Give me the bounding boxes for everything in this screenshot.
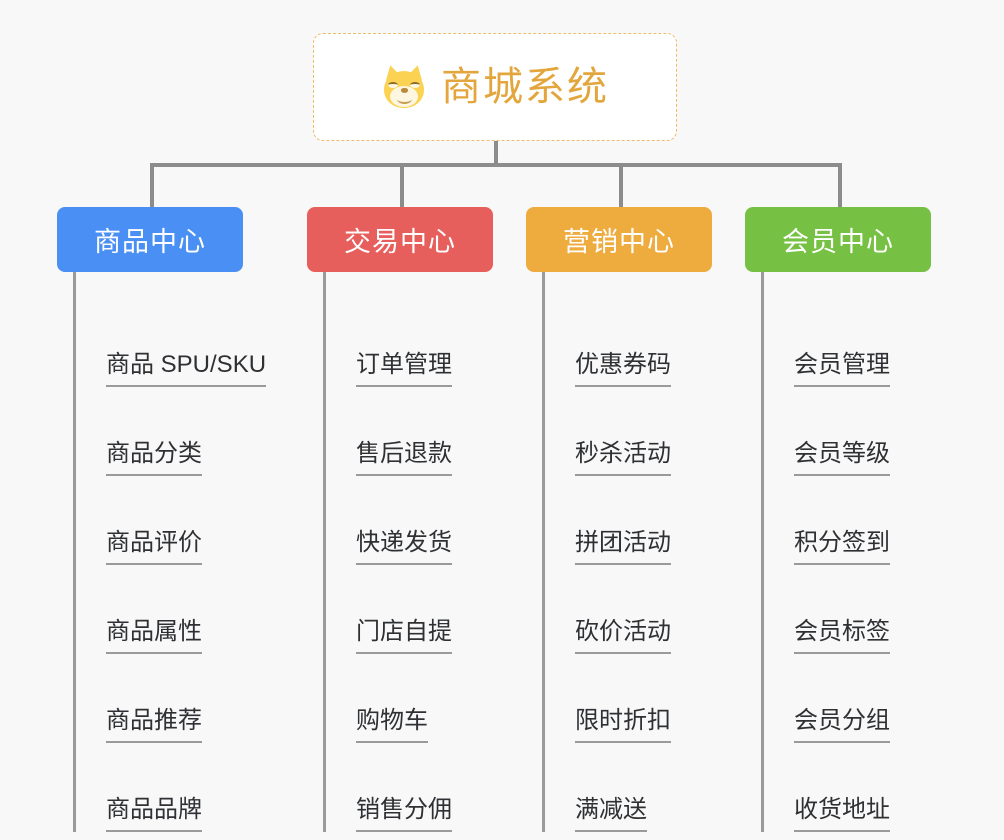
leaf-label: 会员等级 bbox=[794, 440, 890, 476]
connector-drop-3 bbox=[838, 163, 842, 207]
connector-horizontal-bus bbox=[150, 163, 842, 167]
list-item[interactable]: 拼团活动 bbox=[545, 476, 712, 565]
leaf-label: 订单管理 bbox=[356, 351, 452, 387]
leaf-label: 积分签到 bbox=[794, 529, 890, 565]
leaf-label: 快递发货 bbox=[356, 529, 452, 565]
category-column-营销中心: 营销中心 优惠券码 秒杀活动 拼团活动 砍价活动 限时折扣 满减送 bbox=[526, 207, 712, 832]
category-label-2: 营销中心 bbox=[563, 227, 675, 257]
category-header-2[interactable]: 营销中心 bbox=[526, 207, 712, 272]
list-item[interactable]: 门店自提 bbox=[326, 565, 493, 654]
list-item[interactable]: 商品推荐 bbox=[76, 654, 243, 743]
list-item[interactable]: 限时折扣 bbox=[545, 654, 712, 743]
leaf-label: 会员分组 bbox=[794, 707, 890, 743]
category-label-0: 商品中心 bbox=[94, 227, 206, 257]
list-item[interactable]: 商品属性 bbox=[76, 565, 243, 654]
leaf-label: 拼团活动 bbox=[575, 529, 671, 565]
connector-drop-1 bbox=[400, 163, 404, 207]
leaf-label: 商品分类 bbox=[106, 440, 202, 476]
list-item[interactable]: 会员标签 bbox=[764, 565, 931, 654]
list-item[interactable]: 商品分类 bbox=[76, 387, 243, 476]
shiba-dog-icon bbox=[381, 63, 427, 110]
leaf-label: 销售分佣 bbox=[356, 796, 452, 832]
leaf-group-3: 会员管理 会员等级 积分签到 会员标签 会员分组 收货地址 bbox=[761, 272, 931, 832]
category-column-会员中心: 会员中心 会员管理 会员等级 积分签到 会员标签 会员分组 收货地址 bbox=[745, 207, 931, 832]
category-columns: 商品中心 商品 SPU/SKU 商品分类 商品评价 商品属性 商品推荐 商品品牌… bbox=[0, 207, 1004, 840]
leaf-label: 商品推荐 bbox=[106, 707, 202, 743]
list-item[interactable]: 优惠券码 bbox=[545, 298, 712, 387]
leaf-label: 秒杀活动 bbox=[575, 440, 671, 476]
list-item[interactable]: 收货地址 bbox=[764, 743, 931, 832]
leaf-label: 商品 SPU/SKU bbox=[106, 351, 267, 387]
leaf-label: 会员管理 bbox=[794, 351, 890, 387]
leaf-label: 售后退款 bbox=[356, 440, 452, 476]
list-item[interactable]: 销售分佣 bbox=[326, 743, 493, 832]
list-item[interactable]: 会员管理 bbox=[764, 298, 931, 387]
list-item[interactable]: 砍价活动 bbox=[545, 565, 712, 654]
category-label-1: 交易中心 bbox=[344, 227, 456, 257]
list-item[interactable]: 订单管理 bbox=[326, 298, 493, 387]
leaf-label: 会员标签 bbox=[794, 618, 890, 654]
leaf-label: 满减送 bbox=[575, 796, 647, 832]
list-item[interactable]: 快递发货 bbox=[326, 476, 493, 565]
leaf-label: 优惠券码 bbox=[575, 351, 671, 387]
root-node[interactable]: 商城系统 bbox=[313, 33, 677, 141]
list-item[interactable]: 购物车 bbox=[326, 654, 493, 743]
connector-root-stem bbox=[494, 141, 498, 165]
category-column-商品中心: 商品中心 商品 SPU/SKU 商品分类 商品评价 商品属性 商品推荐 商品品牌 bbox=[57, 207, 267, 832]
list-item[interactable]: 商品品牌 bbox=[76, 743, 243, 832]
leaf-label: 砍价活动 bbox=[575, 618, 671, 654]
leaf-label: 限时折扣 bbox=[575, 707, 671, 743]
list-item[interactable]: 会员分组 bbox=[764, 654, 931, 743]
category-label-3: 会员中心 bbox=[782, 227, 894, 257]
list-item[interactable]: 满减送 bbox=[545, 743, 712, 832]
leaf-label: 商品评价 bbox=[106, 529, 202, 565]
leaf-label: 商品属性 bbox=[106, 618, 202, 654]
root-title: 商城系统 bbox=[441, 65, 609, 109]
category-column-交易中心: 交易中心 订单管理 售后退款 快递发货 门店自提 购物车 销售分佣 bbox=[307, 207, 493, 832]
leaf-group-1: 订单管理 售后退款 快递发货 门店自提 购物车 销售分佣 bbox=[323, 272, 493, 832]
list-item[interactable]: 积分签到 bbox=[764, 476, 931, 565]
list-item[interactable]: 秒杀活动 bbox=[545, 387, 712, 476]
category-header-0[interactable]: 商品中心 bbox=[57, 207, 243, 272]
leaf-label: 商品品牌 bbox=[106, 796, 202, 832]
leaf-group-0: 商品 SPU/SKU 商品分类 商品评价 商品属性 商品推荐 商品品牌 bbox=[73, 272, 267, 832]
leaf-group-2: 优惠券码 秒杀活动 拼团活动 砍价活动 限时折扣 满减送 bbox=[542, 272, 712, 832]
category-header-1[interactable]: 交易中心 bbox=[307, 207, 493, 272]
connector-drop-0 bbox=[150, 163, 154, 207]
connector-drop-2 bbox=[619, 163, 623, 207]
leaf-label: 门店自提 bbox=[356, 618, 452, 654]
list-item[interactable]: 商品评价 bbox=[76, 476, 243, 565]
leaf-label: 收货地址 bbox=[794, 796, 890, 832]
list-item[interactable]: 售后退款 bbox=[326, 387, 493, 476]
list-item[interactable]: 商品 SPU/SKU bbox=[76, 298, 267, 387]
category-header-3[interactable]: 会员中心 bbox=[745, 207, 931, 272]
leaf-label: 购物车 bbox=[356, 707, 428, 743]
list-item[interactable]: 会员等级 bbox=[764, 387, 931, 476]
